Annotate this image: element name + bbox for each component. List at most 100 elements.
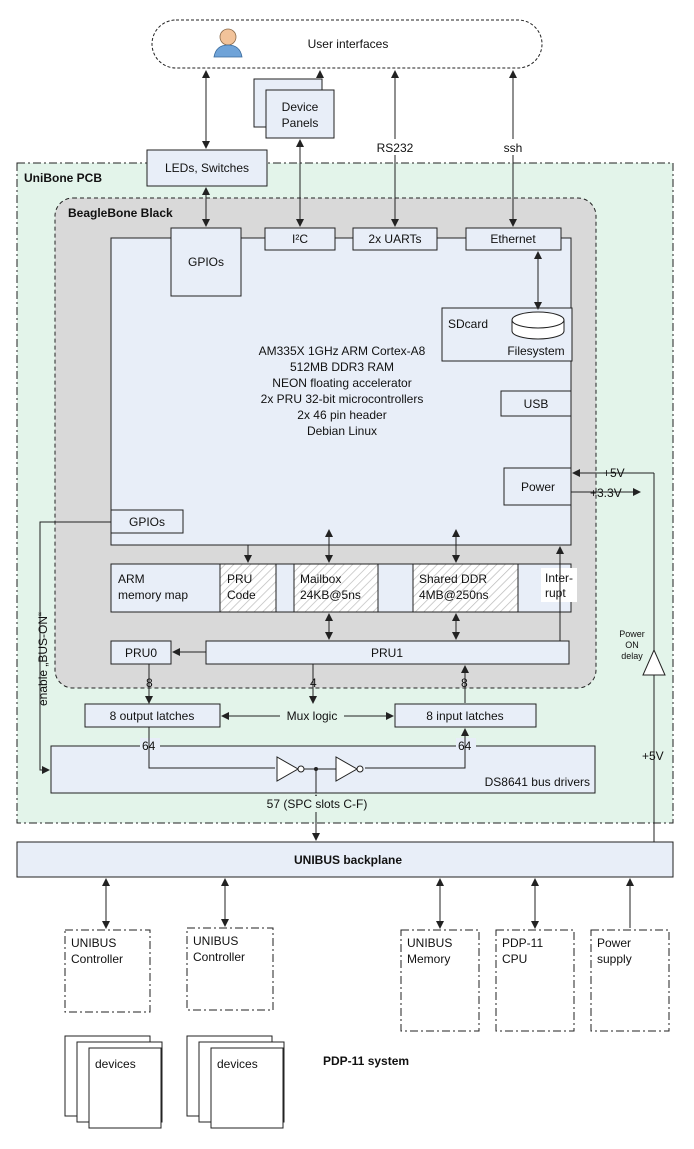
line-enable-bus-on [39, 521, 111, 774]
unibus-backplane-box [16, 841, 674, 878]
unibone-pcb-label: UniBone PCB [24, 171, 102, 185]
device-panels-label-1: Device [282, 100, 319, 114]
leds-switches-box [146, 149, 268, 187]
pru-code-label-1: PRU [227, 572, 252, 586]
bits-8-right-label: 8 [461, 676, 468, 690]
pru-code-label-2: Code [227, 588, 256, 602]
user-icon [213, 28, 243, 58]
power-on-delay-label-1: Power [619, 629, 645, 639]
cpu-line: NEON floating accelerator [272, 376, 411, 390]
beaglebone-label: BeagleBone Black [68, 206, 173, 220]
cpu-line: 2x 46 pin header [297, 408, 386, 422]
pdp11-cpu-label-1: PDP-11 [502, 936, 543, 950]
input-latches-label: 8 input latches [426, 709, 503, 723]
bits-64-left-bg [140, 738, 160, 752]
plus5v-label: +5V [603, 466, 625, 480]
unibus-controller-1-label-1: UNIBUS [71, 936, 116, 950]
power-supply-label-1: Power [597, 936, 631, 950]
mailbox-label-2: 24KB@5ns [300, 588, 361, 602]
arm-memory-map-label-1: ARM [118, 572, 145, 586]
pru1-label: PRU1 [371, 646, 403, 660]
bits-8-left-label: 8 [146, 676, 153, 690]
plus5v-right-label: +5V [642, 749, 664, 763]
arm-memory-map-label-2: memory map [118, 588, 188, 602]
user-interfaces-label: User interfaces [308, 37, 389, 51]
device-panels-label-2: Panels [282, 116, 319, 130]
power-supply-label-2: supply [597, 952, 632, 966]
ssh-label-bg [498, 139, 528, 155]
devices-stack-2 [186, 1035, 285, 1129]
gpios-top-box [170, 227, 242, 297]
shared-ddr-box [412, 563, 519, 613]
pdp11-cpu-box [495, 929, 575, 1032]
input-latches-box [394, 703, 537, 728]
bits-64-right-bg [456, 738, 476, 752]
cpu-line: Debian Linux [307, 424, 377, 438]
unibus-backplane-label: UNIBUS backplane [294, 853, 402, 867]
power-label: Power [521, 480, 555, 494]
mailbox-box [293, 563, 379, 613]
pru-code-box [219, 563, 277, 613]
filesystem-disk-icon [511, 311, 565, 340]
buffer-gate-icon [276, 756, 305, 782]
mux-logic-label: Mux logic [287, 709, 338, 723]
uarts-label: 2x UARTs [368, 232, 421, 246]
output-latches-box [84, 703, 221, 728]
interrupt-label-1: Inter- [545, 571, 573, 585]
cpu-line: 512MB DDR3 RAM [290, 360, 394, 374]
unibus-controller-2-box [186, 927, 274, 1011]
devices-stack-1 [64, 1035, 163, 1129]
cpu-line: 2x PRU 32-bit microcontrollers [261, 392, 424, 406]
spc-slots-label-bg [253, 796, 381, 812]
interrupt-label-2: rupt [545, 586, 566, 600]
mailbox-label-1: Mailbox [300, 572, 341, 586]
unibus-controller-2-label-2: Controller [193, 950, 245, 964]
uarts-box [352, 227, 438, 251]
devices-1-label: devices [95, 1057, 136, 1071]
sdcard-label: SDcard [448, 317, 488, 331]
leds-switches-label: LEDs, Switches [165, 161, 249, 175]
gpios-left-label: GPIOs [129, 515, 165, 529]
device-panels-box [265, 89, 335, 139]
pru0-label: PRU0 [125, 646, 157, 660]
ssh-label: ssh [504, 141, 523, 155]
spc-slots-label: 57 (SPC slots C-F) [267, 797, 368, 811]
bits-4-label: 4 [310, 676, 317, 690]
ethernet-box [465, 227, 562, 251]
shared-ddr-label-1: Shared DDR [419, 572, 487, 586]
line-output-to-driver [148, 727, 275, 769]
shared-ddr-label-2: 4MB@250ns [419, 588, 489, 602]
ethernet-label: Ethernet [490, 232, 536, 246]
pdp11-system-label: PDP-11 system [323, 1054, 409, 1068]
filesystem-label: Filesystem [507, 344, 564, 358]
usb-box [500, 390, 572, 417]
unibus-controller-1-label-2: Controller [71, 952, 123, 966]
unibus-memory-box [400, 929, 480, 1032]
enable-bus-on-label: enable „BUS-ON“ [36, 612, 50, 706]
power-supply-box [590, 929, 670, 1032]
user-interfaces-box [151, 19, 543, 69]
pdp11-cpu-label-2: CPU [502, 952, 527, 966]
cpu-description: AM335X 1GHz ARM Cortex-A8 512MB DDR3 RAM… [259, 344, 426, 438]
i2c-label: I²C [292, 232, 308, 246]
i2c-box [264, 227, 336, 251]
unibus-memory-label-1: UNIBUS [407, 936, 452, 950]
output-latches-label: 8 output latches [110, 709, 195, 723]
power-on-delay-label-3: delay [621, 651, 643, 661]
power-on-delay-label-2: ON [625, 640, 639, 650]
cpu-line: AM335X 1GHz ARM Cortex-A8 [259, 344, 426, 358]
gpios-top-label: GPIOs [188, 255, 224, 269]
pru0-box [110, 640, 172, 665]
bus-drivers-label: DS8641 bus drivers [485, 775, 590, 789]
unibus-controller-2-label-1: UNIBUS [193, 934, 238, 948]
plus3v3-label: +3.3V [590, 486, 622, 500]
unibus-controller-1-box [64, 929, 151, 1013]
unibus-memory-label-2: Memory [407, 952, 450, 966]
power-box [503, 467, 572, 506]
rs232-label-bg [370, 139, 420, 155]
line-driver-to-input [365, 728, 469, 769]
usb-label: USB [524, 397, 549, 411]
rs232-label: RS232 [377, 141, 414, 155]
interrupt-label-bg [541, 568, 577, 602]
